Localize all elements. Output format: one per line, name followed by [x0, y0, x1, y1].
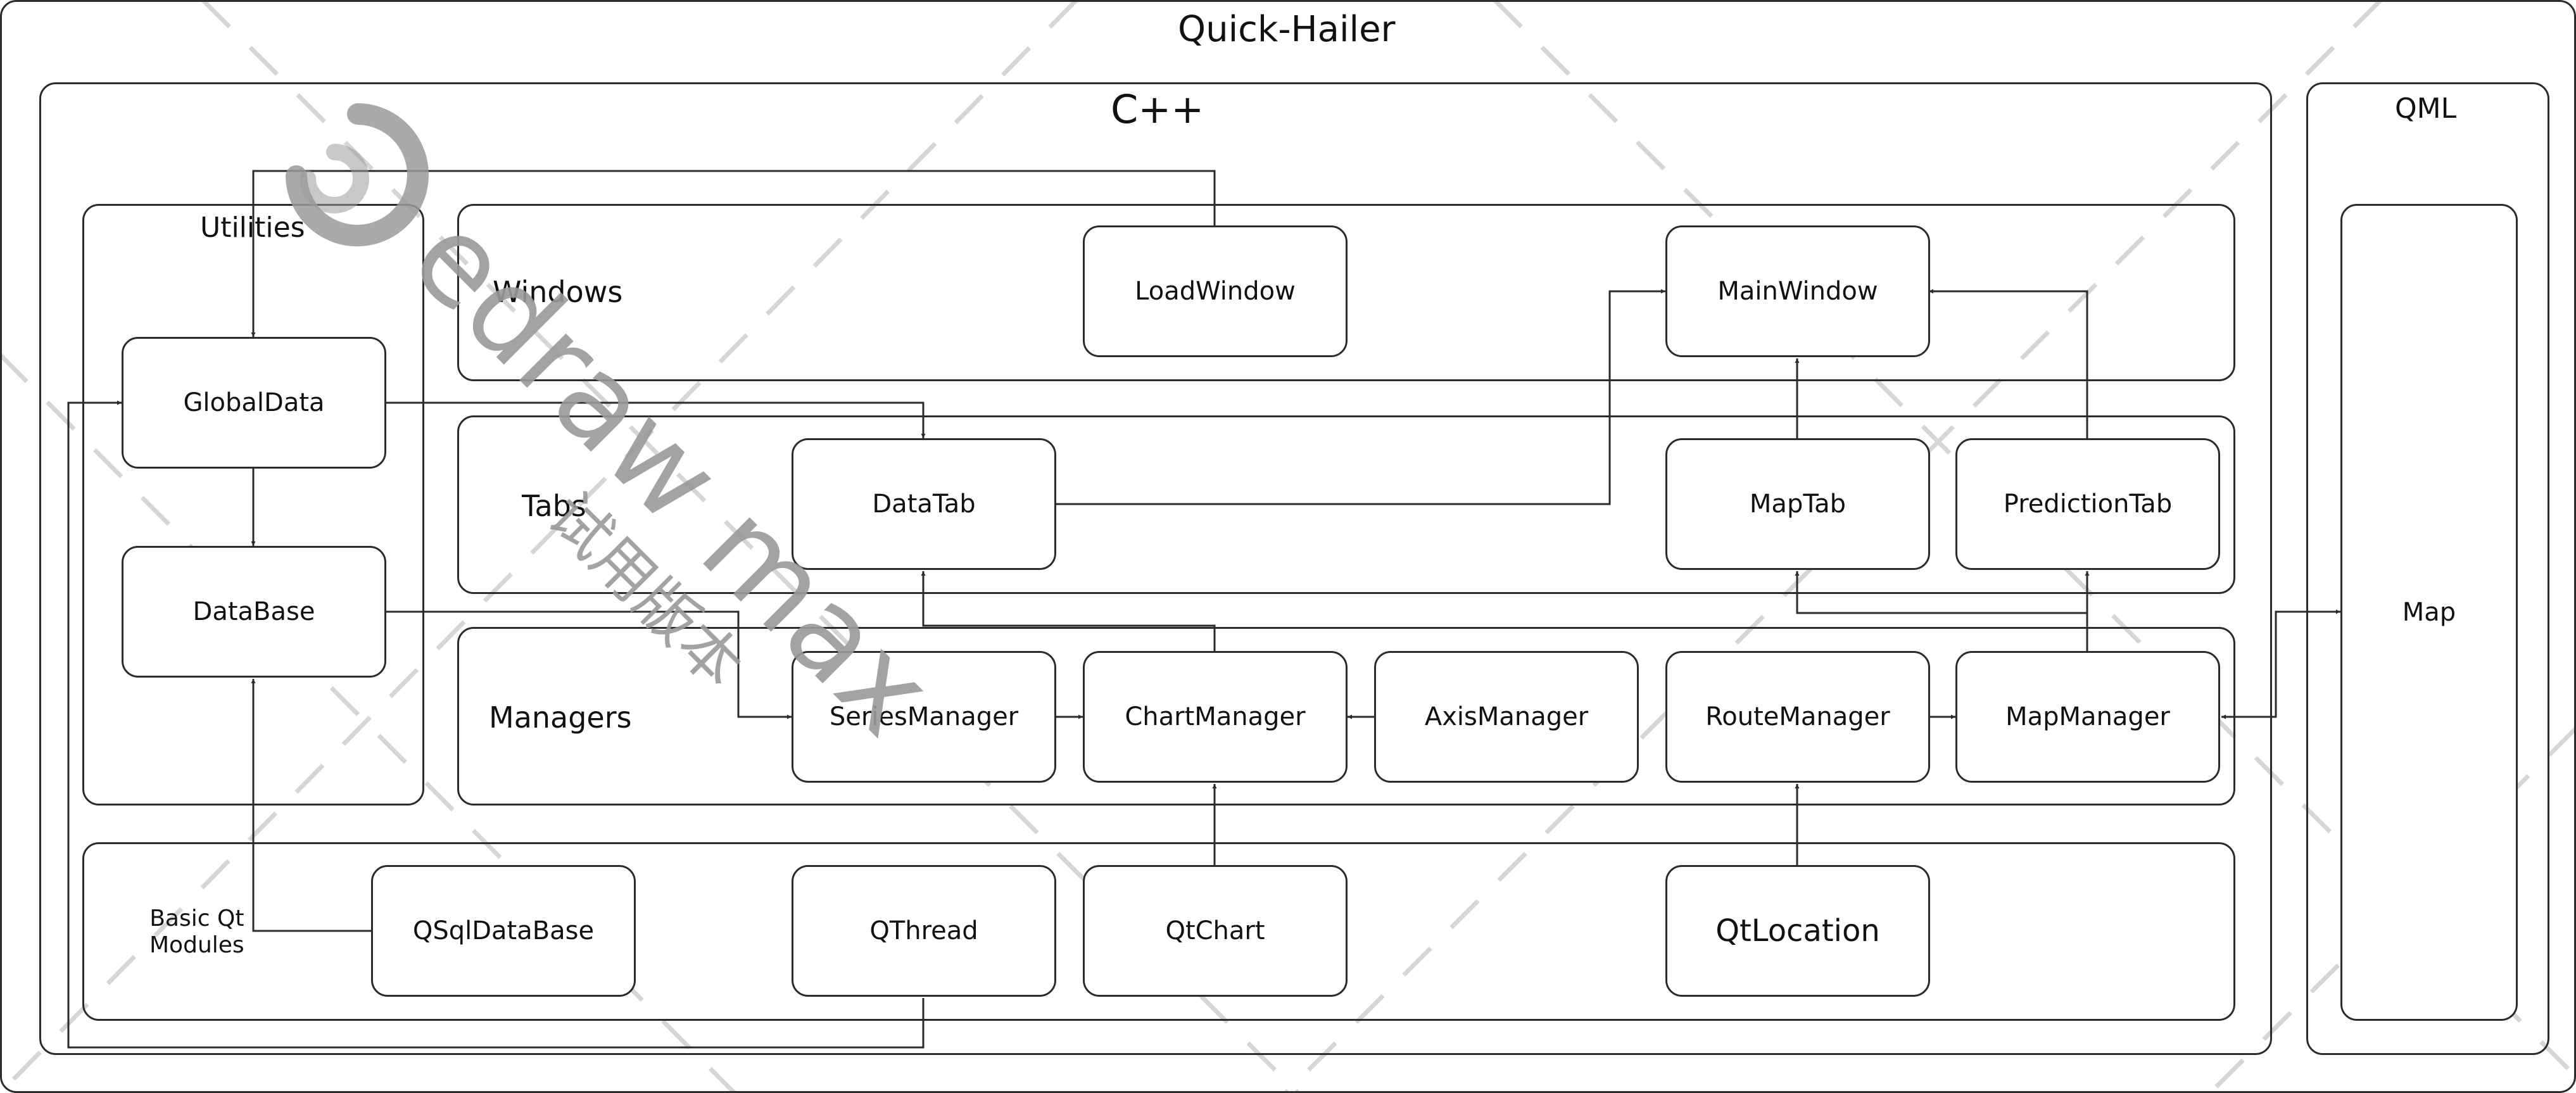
- qml-label: QML: [2395, 92, 2457, 125]
- edge-chart-datatab: [921, 571, 1216, 651]
- chart-manager-node[interactable]: ChartManager: [1083, 651, 1348, 783]
- edraw-logo-icon-inner: [300, 144, 369, 213]
- basic-qt-label-line2: Modules: [149, 932, 244, 958]
- edge-qthread-globaldata: [67, 400, 925, 1049]
- basic-qt-modules-group: [82, 842, 2235, 1021]
- tabs-group: [457, 415, 2235, 594]
- route-manager-node[interactable]: RouteManager: [1665, 651, 1930, 783]
- edge-prediction-mainwindow: [1929, 289, 2088, 438]
- database-node[interactable]: DataBase: [122, 546, 386, 678]
- edge-map-mapmanager: [2275, 610, 2340, 717]
- axis-manager-node[interactable]: AxisManager: [1374, 651, 1639, 783]
- diagram-title: Quick-Hailer: [1178, 9, 1396, 50]
- edge-globaldata-datatab: [386, 401, 926, 438]
- qthread-node[interactable]: QThread: [792, 865, 1056, 997]
- edge-loadwindow-globaldata: [251, 170, 1216, 337]
- managers-label: Managers: [489, 700, 632, 735]
- qsql-database-node[interactable]: QSqlDataBase: [371, 865, 636, 997]
- edge-qsql-database: [251, 679, 371, 932]
- cpp-container: [39, 82, 2272, 1055]
- load-window-node[interactable]: LoadWindow: [1083, 225, 1348, 357]
- edge-datatab-mainwindow: [1056, 289, 1665, 505]
- basic-qt-label-line1: Basic Qt: [149, 906, 244, 932]
- windows-label: Windows: [493, 275, 623, 309]
- main-window-node[interactable]: MainWindow: [1665, 225, 1930, 357]
- tabs-label: Tabs: [522, 489, 586, 523]
- edraw-logo-icon: [286, 103, 429, 246]
- map-manager-node[interactable]: MapManager: [1955, 651, 2220, 783]
- qtchart-node[interactable]: QtChart: [1083, 865, 1348, 997]
- map-tab-node[interactable]: MapTab: [1665, 438, 1930, 570]
- basic-qt-modules-label: Basic Qt Modules: [149, 906, 244, 959]
- series-manager-node[interactable]: SeriesManager: [792, 651, 1056, 783]
- edge-mapmanager-maptab: [1795, 571, 2087, 614]
- qml-container: [2306, 82, 2549, 1055]
- cpp-label: C++: [1111, 86, 1204, 132]
- watermark-brand-text: edraw max: [385, 187, 959, 762]
- qtlocation-node[interactable]: QtLocation: [1665, 865, 1930, 997]
- prediction-tab-node[interactable]: PredictionTab: [1955, 438, 2220, 570]
- map-node[interactable]: Map: [2340, 204, 2518, 1021]
- edge-database-seriesmanager: [386, 610, 792, 719]
- data-tab-node[interactable]: DataTab: [792, 438, 1056, 570]
- windows-group: [457, 204, 2235, 381]
- global-data-node[interactable]: GlobalData: [122, 337, 386, 469]
